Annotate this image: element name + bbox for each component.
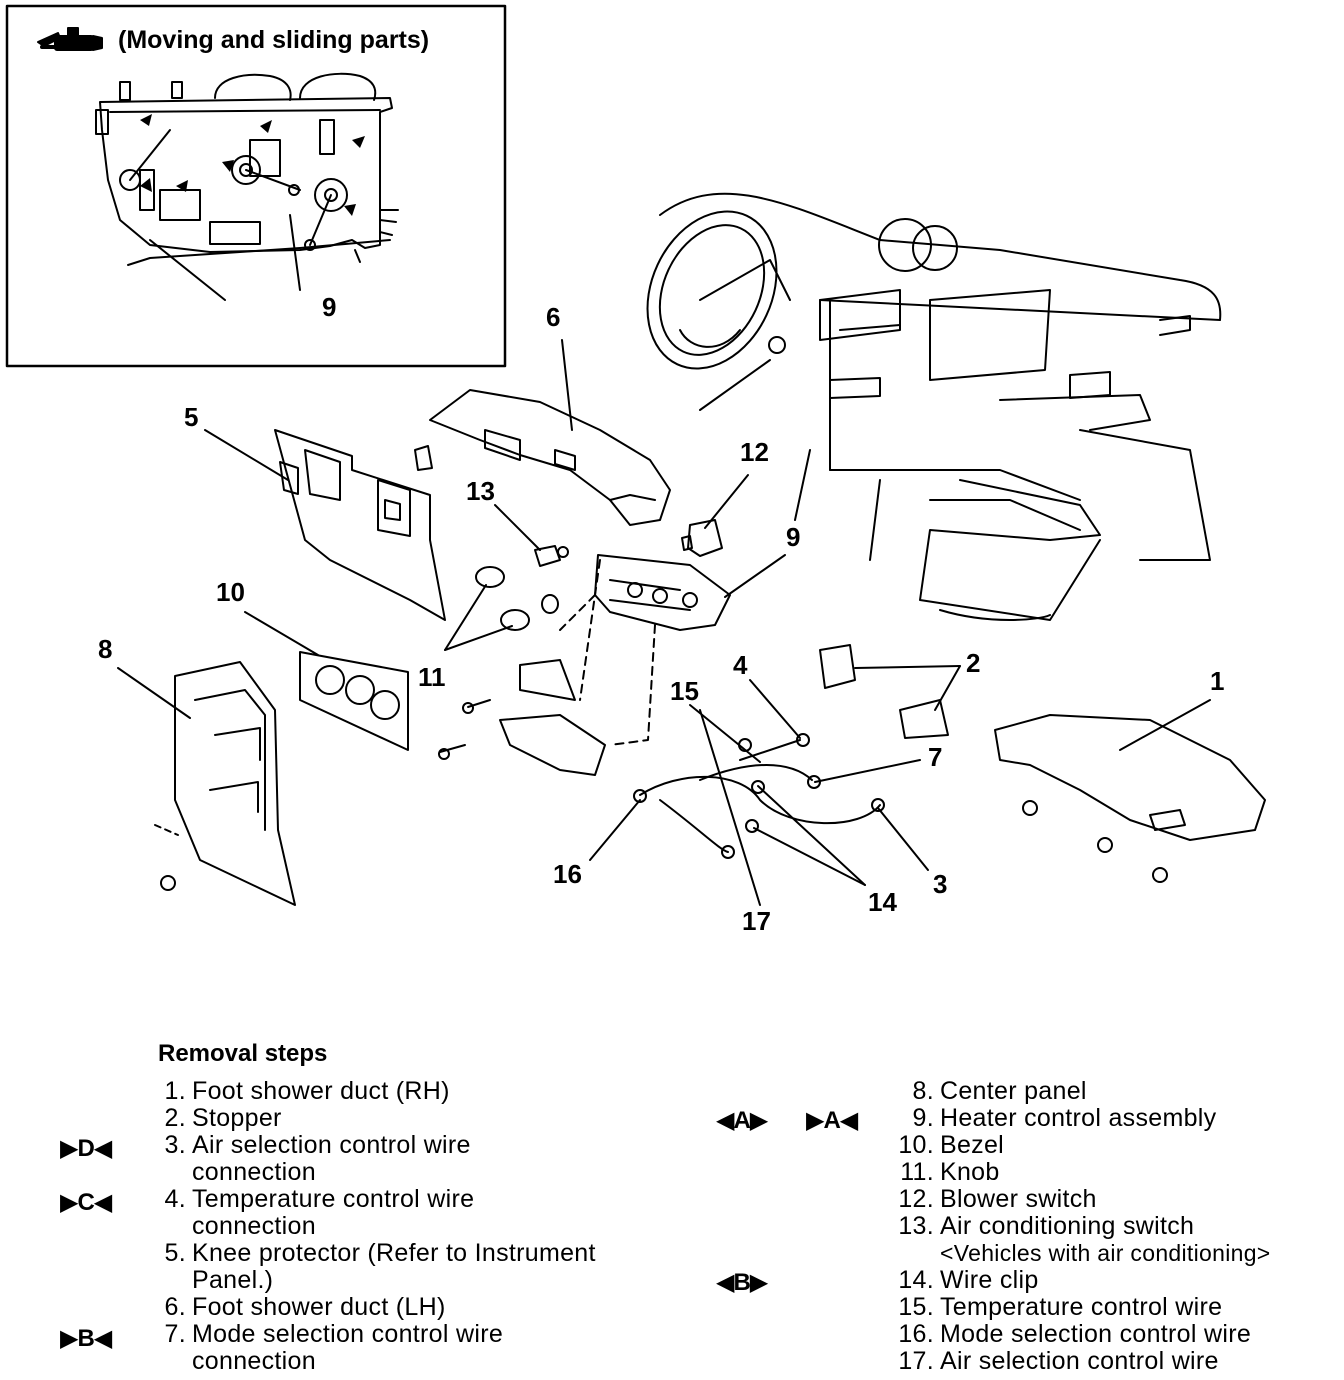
list-item: connection <box>192 1212 316 1240</box>
list-item: connection <box>192 1158 316 1186</box>
callout-11: 11 <box>418 662 446 692</box>
list-item: 10.Bezel <box>898 1131 1005 1159</box>
callout-3: 3 <box>933 869 947 899</box>
list-item: 15.Temperature control wire <box>898 1293 1223 1321</box>
inset-title: (Moving and sliding parts) <box>118 26 430 54</box>
list-item: <Vehicles with air conditioning> <box>940 1240 1271 1266</box>
list-item: 2.Stopper <box>164 1104 282 1132</box>
list-item: 1.Foot shower duct (RH) <box>164 1077 450 1105</box>
callout-6: 6 <box>546 302 560 332</box>
list-item: 16.Mode selection control wire <box>898 1320 1252 1348</box>
list-item: 3.Air selection control wire <box>164 1131 471 1159</box>
control-wires <box>633 733 885 859</box>
callout-2: 2 <box>966 648 980 678</box>
list-item: 14.Wire clip <box>898 1266 1039 1294</box>
heater-control-assembly <box>438 554 731 776</box>
knob <box>475 566 559 631</box>
callout-1: 1 <box>1210 666 1224 696</box>
callout-9: 9 <box>786 522 800 552</box>
list-item: 13.Air conditioning switch <box>898 1212 1195 1240</box>
list-item: 12.Blower switch <box>898 1185 1097 1213</box>
foot-shower-duct-rh <box>994 714 1266 883</box>
knee-protector <box>274 429 446 621</box>
leader-lines <box>117 339 1211 906</box>
callout-15: 15 <box>670 676 699 706</box>
list-item: 9.Heater control assembly <box>912 1104 1217 1132</box>
list-item: 6.Foot shower duct (LH) <box>164 1293 446 1321</box>
service-mark-c: ▶C◀ <box>60 1189 112 1216</box>
inset-frame <box>5 4 507 368</box>
service-mark-b-install: ◀B▶ <box>716 1269 768 1296</box>
bezel <box>299 651 409 751</box>
callout-12: 12 <box>740 437 769 467</box>
service-mark-a-install: ◀A▶ <box>716 1107 768 1134</box>
removal-steps-heading: Removal steps <box>158 1040 328 1067</box>
callout-7: 7 <box>928 742 942 772</box>
callout-14: 14 <box>868 887 897 917</box>
list-item: connection <box>192 1347 316 1375</box>
center-panel <box>154 661 296 906</box>
list-item: 4.Temperature control wire <box>164 1185 475 1213</box>
list-item: 11.Knob <box>900 1158 1000 1186</box>
callout-16: 16 <box>553 859 582 889</box>
ac-switch <box>534 545 569 567</box>
stopper <box>819 644 949 739</box>
callout-5: 5 <box>184 402 198 432</box>
list-item: Panel.) <box>192 1266 274 1294</box>
callout-13: 13 <box>466 476 495 506</box>
list-item: 7.Mode selection control wire <box>164 1320 504 1348</box>
callout-4: 4 <box>733 650 748 680</box>
service-mark-a-remove: ▶A◀ <box>806 1107 858 1134</box>
callout-8: 8 <box>98 634 112 664</box>
dashboard <box>646 192 1222 621</box>
foot-shower-duct-lh <box>414 389 671 526</box>
callout-17: 17 <box>742 906 771 936</box>
list-item: 5.Knee protector (Refer to Instrument <box>164 1239 596 1267</box>
removal-steps-left: 1.Foot shower duct (RH) 2.Stopper 3.Air … <box>156 1078 676 1375</box>
list-item: 8.Center panel <box>912 1077 1087 1105</box>
service-mark-d: ▶D◀ <box>60 1135 112 1162</box>
blower-switch <box>681 519 723 557</box>
list-item: 17.Air selection control wire <box>898 1347 1219 1375</box>
removal-steps-right: 8.Center panel 9.Heater control assembly… <box>898 1077 1334 1375</box>
service-mark-b: ▶B◀ <box>60 1325 112 1352</box>
inset-callout: 9 <box>322 292 336 322</box>
inset-heater-mechanism <box>95 72 399 301</box>
grease-gun-icon <box>37 27 103 51</box>
callout-10: 10 <box>216 577 245 607</box>
